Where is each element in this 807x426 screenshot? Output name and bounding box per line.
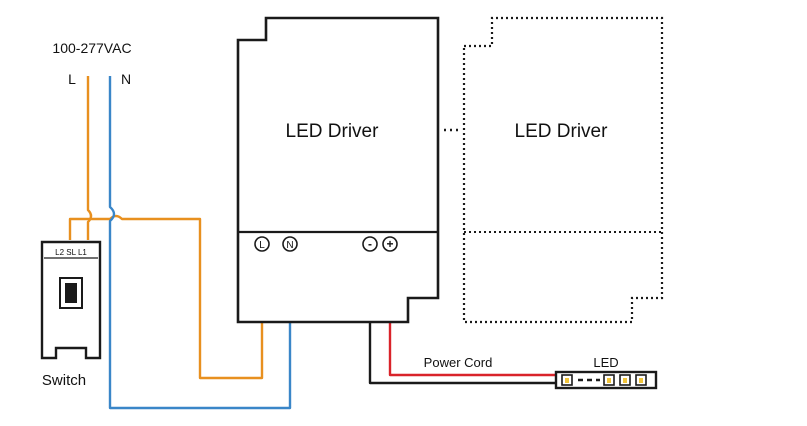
svg-text:N: N [286,240,293,251]
driver-secondary-title: LED Driver [515,121,609,142]
wall-switch: L2 SL L1 Switch [40,240,102,389]
line-input-wire [86,76,93,240]
terminal-positive: + [382,236,398,252]
led-strip [554,370,658,390]
voltage-label: 100-277VAC [52,40,131,56]
terminal-l: L [254,236,270,252]
led-chip [635,374,647,386]
svg-text:+: + [386,237,393,251]
led-driver-secondary: LED Driver [462,16,664,324]
switch-label: Switch [42,372,86,389]
svg-text:-: - [368,237,372,251]
neutral-label: N [121,71,131,87]
terminal-negative: - [362,236,378,252]
neutral-wire [108,76,292,410]
line-label: L [68,71,76,87]
led-chip [603,374,615,386]
led-label: LED [593,355,618,370]
led-driver-primary: LED Driver L N - + [236,16,440,324]
led-chip [619,374,631,386]
driver-primary-title: LED Driver [286,121,380,142]
svg-text:L: L [259,240,265,251]
terminal-n: N [282,236,298,252]
power-cord-label: Power Cord [424,355,493,370]
switch-terminals-label: L2 SL L1 [55,248,87,257]
switched-line-wire [68,214,264,380]
led-chip [561,374,573,386]
